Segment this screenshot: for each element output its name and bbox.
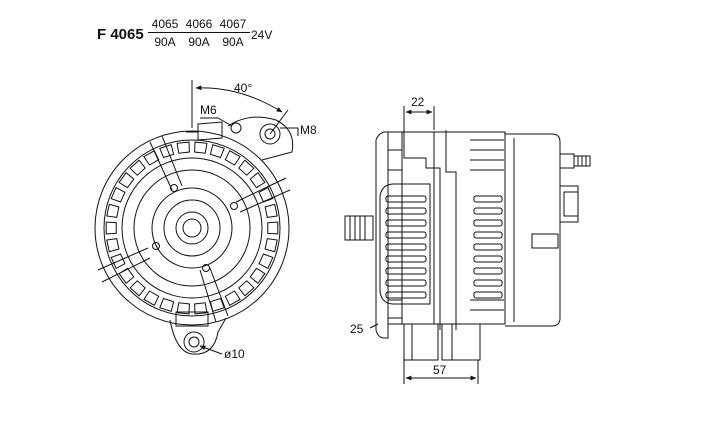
part-code: F 4065: [97, 26, 144, 43]
cooling-slots: [105, 141, 279, 315]
angle-dimension: [191, 80, 289, 135]
cooling-slot: [238, 159, 255, 176]
cooling-slot: [106, 238, 120, 253]
cooling-slot: [249, 171, 266, 189]
shaft-stub: [344, 215, 374, 241]
header: F 4065 4065 90A 4066 90A 4067 90A 24V: [0, 0, 725, 60]
bottom-dimension-label: 57: [433, 363, 447, 377]
m8-leader: [280, 127, 299, 136]
fan-fin: [473, 267, 503, 275]
cooling-slot: [264, 238, 278, 253]
fan-fins: [385, 139, 504, 311]
side-view: [344, 106, 591, 384]
angle-label: 40°: [234, 81, 252, 95]
thread-large-label: M8: [300, 123, 317, 137]
terminal-stud: [559, 153, 591, 169]
fan-fin: [385, 231, 427, 239]
cooling-slot: [264, 203, 278, 218]
variant-number: 4067: [216, 17, 250, 33]
top-dimension-label: 22: [411, 95, 425, 109]
cooling-slot: [105, 221, 117, 235]
cooling-slot: [258, 186, 274, 203]
thread-small-label: M6: [200, 103, 217, 117]
fan-fin: [385, 255, 427, 263]
dimension-22: [403, 106, 435, 130]
cooling-slot: [249, 267, 266, 285]
fan-fin: [473, 279, 503, 287]
variant-amperage: 90A: [222, 35, 244, 49]
fan-fin: [473, 291, 503, 299]
fan-fin: [473, 255, 503, 263]
hole-label: ø10: [224, 347, 245, 361]
variant-4065: 4065 90A: [148, 17, 182, 49]
variant-number: 4065: [148, 17, 182, 33]
offset-label: 25: [350, 322, 364, 336]
fan-fin: [385, 291, 427, 299]
cooling-slot: [129, 159, 146, 176]
hole-leader: [199, 345, 223, 355]
cooling-slot: [110, 186, 126, 203]
cooling-slot: [224, 290, 241, 307]
cooling-slot: [258, 253, 274, 270]
fan-fin: [385, 195, 427, 203]
front-view: [94, 80, 299, 355]
fan-fin: [385, 267, 427, 275]
cooling-slot: [118, 171, 135, 189]
cooling-slot: [194, 302, 208, 315]
regulator-connector: [531, 185, 579, 249]
cooling-slot: [176, 141, 190, 154]
spokes: [97, 135, 291, 323]
variant-amperage: 90A: [188, 35, 210, 49]
bottom-lugs: [403, 323, 481, 361]
cooling-slot: [159, 297, 175, 313]
dimension-57: [403, 360, 479, 384]
variant-4067: 4067 90A: [216, 17, 250, 49]
cooling-slot: [238, 280, 255, 297]
variant-4066: 4066 90A: [182, 17, 216, 49]
cooling-slot: [106, 203, 120, 218]
cooling-slot: [209, 143, 225, 159]
cooling-slot: [267, 221, 279, 235]
shaft-hub: [175, 211, 209, 245]
cooling-slot: [110, 253, 126, 270]
voltage-label: 24V: [251, 28, 273, 42]
fan-fin: [473, 231, 503, 239]
m6-leader: [200, 117, 233, 127]
offset-leader: [369, 323, 379, 329]
variant-number: 4066: [182, 17, 216, 33]
mount-lug-top: [186, 116, 294, 161]
cooling-slot: [224, 149, 241, 166]
fan-fin: [385, 279, 427, 287]
fan-fin: [473, 219, 503, 227]
cooling-slot: [129, 280, 146, 297]
cooling-slot: [143, 290, 160, 307]
cooling-slot: [194, 141, 208, 154]
fan-fin: [473, 243, 503, 251]
fan-fin: [473, 207, 503, 215]
mount-lug-bottom: [169, 311, 227, 355]
fan-fin: [385, 219, 427, 227]
variant-amperage: 90A: [154, 35, 176, 49]
fan-fin: [473, 195, 503, 203]
fan-fin: [385, 243, 427, 251]
fan-fin: [385, 207, 427, 215]
cooling-slot: [176, 302, 190, 315]
